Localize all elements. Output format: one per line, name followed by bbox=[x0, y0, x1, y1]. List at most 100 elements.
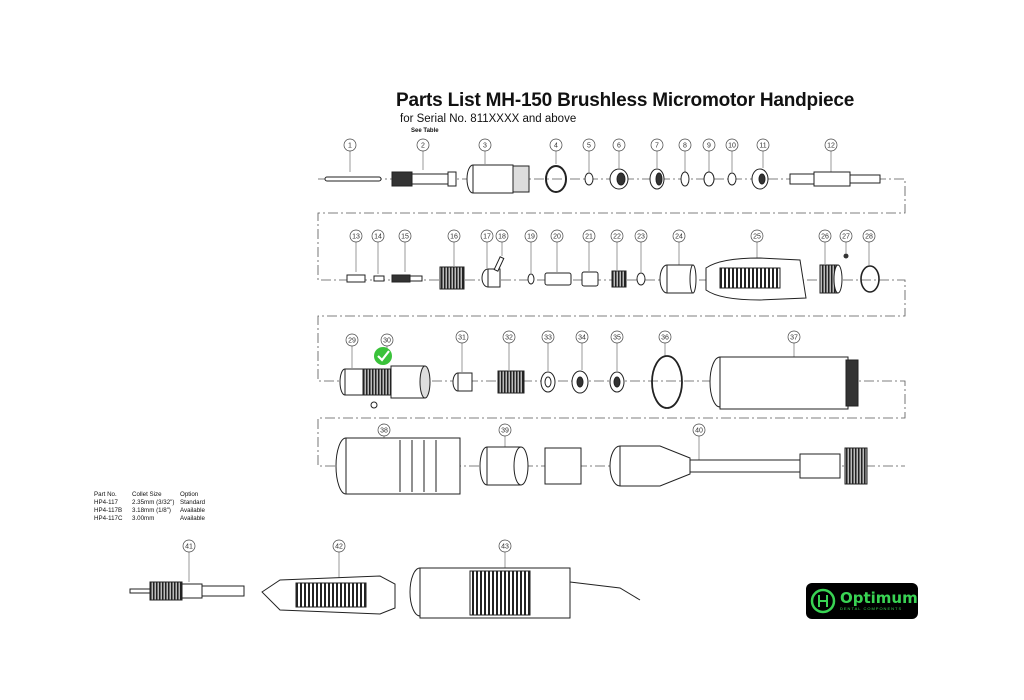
header-option: Option bbox=[180, 491, 199, 498]
callout-circle bbox=[692, 423, 706, 437]
part-24-bearing-housing bbox=[659, 264, 697, 294]
callout-number: 5 bbox=[587, 143, 591, 150]
callout-circle bbox=[612, 138, 626, 152]
cell-option: Available bbox=[180, 515, 205, 522]
cell-part-no: HP4-117 bbox=[94, 499, 118, 506]
callout-circle bbox=[480, 229, 494, 243]
callout-circle bbox=[455, 330, 469, 344]
callout-circle bbox=[672, 229, 686, 243]
callout-number: 18 bbox=[498, 234, 506, 241]
callout-number: 24 bbox=[675, 234, 683, 241]
part-32-spring bbox=[497, 370, 525, 394]
callout-number: 37 bbox=[790, 335, 798, 342]
callout-circle bbox=[650, 138, 664, 152]
callout-number: 27 bbox=[842, 234, 850, 241]
part-6-bearing bbox=[609, 168, 629, 190]
callout-number: 13 bbox=[352, 234, 360, 241]
part-42-grip-assembly bbox=[261, 575, 396, 615]
part-15-shaft bbox=[391, 274, 423, 283]
callout-circle bbox=[725, 138, 739, 152]
callout-circle bbox=[610, 229, 624, 243]
callout-circle bbox=[678, 138, 692, 152]
callout-number: 21 bbox=[585, 234, 593, 241]
part-40-cable-assembly bbox=[544, 445, 868, 487]
part-41-collet-assembly bbox=[129, 581, 245, 601]
callout-circle bbox=[524, 229, 538, 243]
part-7-bearing bbox=[649, 168, 665, 190]
callout-circle bbox=[343, 138, 357, 152]
callout-circle bbox=[549, 138, 563, 152]
callout-number: 43 bbox=[501, 544, 509, 551]
collet-table-header: Part No. Collet Size Option bbox=[94, 491, 220, 499]
part-17-sleeve bbox=[481, 268, 501, 288]
part-35-bearing bbox=[609, 371, 625, 393]
callout-circle bbox=[502, 330, 516, 344]
cell-option: Standard bbox=[180, 499, 206, 506]
callout-number: 8 bbox=[683, 143, 687, 150]
page-title: Parts List MH-150 Brushless Micromotor H… bbox=[396, 90, 855, 111]
callout-number: 7 bbox=[655, 143, 659, 150]
callout-number: 25 bbox=[753, 234, 761, 241]
callout-number: 12 bbox=[827, 143, 835, 150]
header-collet-size: Collet Size bbox=[132, 491, 162, 498]
callout-number: 17 bbox=[483, 234, 491, 241]
cell-collet-size: 3.18mm (1/8") bbox=[132, 507, 171, 514]
callout-number: 40 bbox=[695, 428, 703, 435]
callout-number: 34 bbox=[578, 335, 586, 342]
part-13-pin bbox=[346, 274, 366, 283]
callout-number: 16 bbox=[450, 234, 458, 241]
callout-number: 26 bbox=[821, 234, 829, 241]
part-4-o-ring bbox=[545, 165, 567, 193]
callout-circle bbox=[371, 229, 385, 243]
callout-number: 22 bbox=[613, 234, 621, 241]
part-33-washer bbox=[540, 371, 556, 393]
part-2-collet bbox=[391, 171, 457, 187]
part-12-spindle bbox=[789, 171, 881, 187]
callout-number: 15 bbox=[401, 234, 409, 241]
callout-circle bbox=[750, 229, 764, 243]
callout-number: 23 bbox=[637, 234, 645, 241]
callout-number: 14 bbox=[374, 234, 382, 241]
callout-number: 2 bbox=[421, 143, 425, 150]
callout-circle bbox=[862, 229, 876, 243]
callout-circle bbox=[541, 330, 555, 344]
collet-table-row: HP4-117 2.35mm (3/32") Standard bbox=[94, 499, 220, 507]
callout-number: 1 bbox=[348, 143, 352, 150]
part-18-clip bbox=[493, 256, 505, 272]
part-38-rear-cap bbox=[335, 437, 461, 495]
part-31-sleeve bbox=[452, 372, 473, 392]
cell-option: Available bbox=[180, 507, 205, 514]
callout-circle bbox=[498, 423, 512, 437]
callout-number: 20 bbox=[553, 234, 561, 241]
callout-circle bbox=[380, 333, 394, 347]
callout-circle bbox=[582, 138, 596, 152]
logo-mark-icon bbox=[810, 588, 836, 614]
callout-circle bbox=[575, 330, 589, 344]
part-39-ring bbox=[479, 446, 529, 486]
part-43-motor-assembly bbox=[409, 567, 641, 619]
part-23-washer bbox=[636, 272, 646, 286]
part-36-o-ring bbox=[651, 355, 683, 409]
callout-circle bbox=[416, 138, 430, 152]
callout-number: 28 bbox=[865, 234, 873, 241]
callout-number: 35 bbox=[613, 335, 621, 342]
callout-circle bbox=[498, 539, 512, 553]
callout-number: 19 bbox=[527, 234, 535, 241]
part-25-grip-sleeve bbox=[705, 257, 807, 301]
callout-circle bbox=[349, 229, 363, 243]
logo-text: Optimum DENTAL COMPONENTS bbox=[840, 590, 918, 612]
page-subtitle: for Serial No. 811XXXX and above bbox=[400, 113, 577, 125]
callout-circle bbox=[332, 539, 346, 553]
part-26-nut bbox=[819, 264, 843, 294]
cell-part-no: HP4-117C bbox=[94, 515, 123, 522]
see-table-note: See Table bbox=[411, 128, 439, 134]
part-20-sleeve bbox=[544, 272, 572, 286]
callout-circle bbox=[756, 138, 770, 152]
callout-circle bbox=[478, 138, 492, 152]
part-1-pin bbox=[324, 176, 382, 182]
callout-circle bbox=[495, 229, 509, 243]
part-5-washer bbox=[584, 172, 594, 186]
logo-tagline: DENTAL COMPONENTS bbox=[840, 605, 903, 611]
